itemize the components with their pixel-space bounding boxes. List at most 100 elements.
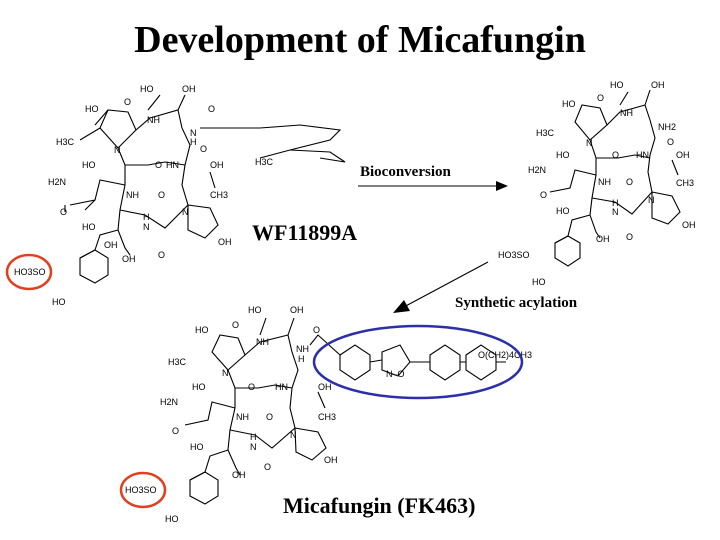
mica-isoxazole-ring — [381, 344, 411, 377]
wf11899a-bonds — [64, 94, 346, 259]
atom-oh: OH — [232, 470, 246, 480]
atom-o: O — [597, 93, 604, 103]
atom-oh: OH — [676, 150, 690, 160]
atom-ho: HO — [192, 382, 206, 392]
bioconversion-label: Bioconversion — [360, 164, 451, 180]
atom-ho3so: HO3SO — [498, 250, 530, 260]
atom-ho: HO — [610, 80, 624, 90]
synthetic-acylation-label: Synthetic acylation — [455, 295, 578, 311]
atom-oh: OH — [182, 84, 196, 94]
atom-o: O — [264, 462, 271, 472]
atom-ch3: CH3 — [318, 412, 336, 422]
atom-nh: NH — [296, 344, 309, 354]
atom-nh: NH — [147, 115, 160, 125]
atom-n: N — [586, 138, 593, 148]
slide-title: Development of Micafungin — [134, 19, 586, 61]
atom-n: N — [250, 442, 257, 452]
atom-o: O — [540, 190, 547, 200]
atom-h3c: H3C — [536, 128, 555, 138]
micafungin-label: Micafungin (FK463) — [283, 493, 476, 518]
atom-o: O — [248, 382, 255, 392]
side-chain-highlight-ellipse — [312, 324, 524, 400]
bioconversion-arrow — [358, 181, 508, 191]
atom-ho: HO — [82, 160, 96, 170]
atom-h3c: H3C — [168, 357, 187, 367]
atom-ho: HO — [532, 277, 546, 287]
atom-o: O — [155, 160, 162, 170]
atom-h2n: H2N — [48, 177, 66, 187]
atom-nh: NH — [598, 177, 611, 187]
atom-o: O — [172, 426, 179, 436]
atom-n: N — [612, 207, 619, 217]
atom-oh: OH — [682, 220, 696, 230]
atom-nh: NH — [126, 190, 139, 200]
atom-ho: HO — [82, 222, 96, 232]
atom-h: H — [143, 212, 150, 222]
mica-phenyl-ring-1 — [339, 344, 371, 381]
atom-o: O — [232, 320, 239, 330]
micafungin-bonds — [184, 317, 341, 481]
atom-n: N — [190, 128, 197, 138]
atom-ho: HO — [562, 99, 576, 109]
atom-ho: HO — [195, 325, 209, 335]
atom-nh: NH — [236, 412, 249, 422]
atom-nh: NH — [620, 108, 633, 118]
atom-o: O — [667, 137, 674, 147]
atom-o: O — [158, 190, 165, 200]
atom-ho: HO — [165, 514, 179, 524]
atom-ho3so: HO3SO — [14, 267, 46, 277]
atom-oh: OH — [218, 237, 232, 247]
atom-hn: HN — [275, 382, 288, 392]
atom-n: N — [648, 195, 655, 205]
atom-oh: OH — [651, 80, 665, 90]
atom-oh: OH — [104, 240, 118, 250]
atom-o: O — [626, 177, 633, 187]
atom-o: O — [266, 412, 273, 422]
atom-n: N — [222, 368, 229, 378]
atom-oh: OH — [324, 455, 338, 465]
atom-o: O — [313, 325, 320, 335]
atom-o: O — [208, 104, 215, 114]
atom-h: H — [612, 198, 619, 208]
atom-o: O — [612, 150, 619, 160]
atom-o: O — [124, 97, 131, 107]
atom-h: H — [250, 432, 257, 442]
atom-h: H — [298, 354, 305, 364]
atom-nh2: NH2 — [658, 122, 676, 132]
atom-n-o: N–O — [386, 369, 405, 379]
sulfate-highlight-circle — [119, 471, 167, 509]
atom-oh: OH — [318, 382, 332, 392]
mica-phenyl-ring-2 — [429, 344, 461, 381]
atom-ch3: CH3 — [210, 190, 228, 200]
atom-ho3so: HO3SO — [125, 485, 157, 495]
atom-o: O — [200, 144, 207, 154]
wf11899a-structure: HO OH HO O NH O H3C N H O N HO O HN OH H… — [5, 84, 346, 307]
atom-ho: HO — [85, 104, 99, 114]
atom-hn: HN — [636, 150, 649, 160]
nucleus-bonds — [549, 89, 681, 244]
sulfate-highlight-circle — [5, 253, 53, 291]
atom-nh: NH — [256, 337, 269, 347]
atom-n: N — [182, 207, 189, 217]
atom-o: O — [626, 232, 633, 242]
atom-h3c: H3C — [255, 157, 274, 167]
acylation-arrow — [393, 261, 489, 313]
atom-n: N — [290, 430, 297, 440]
atom-h3c: H3C — [56, 137, 75, 147]
mica-catechol-ring — [189, 471, 219, 505]
atom-o: O — [60, 207, 67, 217]
atom-ho: HO — [190, 442, 204, 452]
atom-ho: HO — [556, 206, 570, 216]
atom-ho: HO — [248, 305, 262, 315]
micafungin-structure: HO OH O HO O NH NH H H3C N HO O HN OH H2… — [119, 305, 532, 524]
atom-n: N — [143, 222, 150, 232]
atom-pentyloxy-tail: O(CH2)4CH3 — [478, 350, 532, 360]
atom-ho: HO — [556, 150, 570, 160]
atom-h2n: H2N — [160, 397, 178, 407]
atom-o: O — [158, 250, 165, 260]
atom-ho: HO — [140, 84, 154, 94]
atom-h: H — [190, 137, 197, 147]
atom-oh: OH — [210, 160, 224, 170]
nucleus-structure: HO OH HO O NH NH2 H3C O N HO O HN OH H2N… — [498, 80, 696, 287]
